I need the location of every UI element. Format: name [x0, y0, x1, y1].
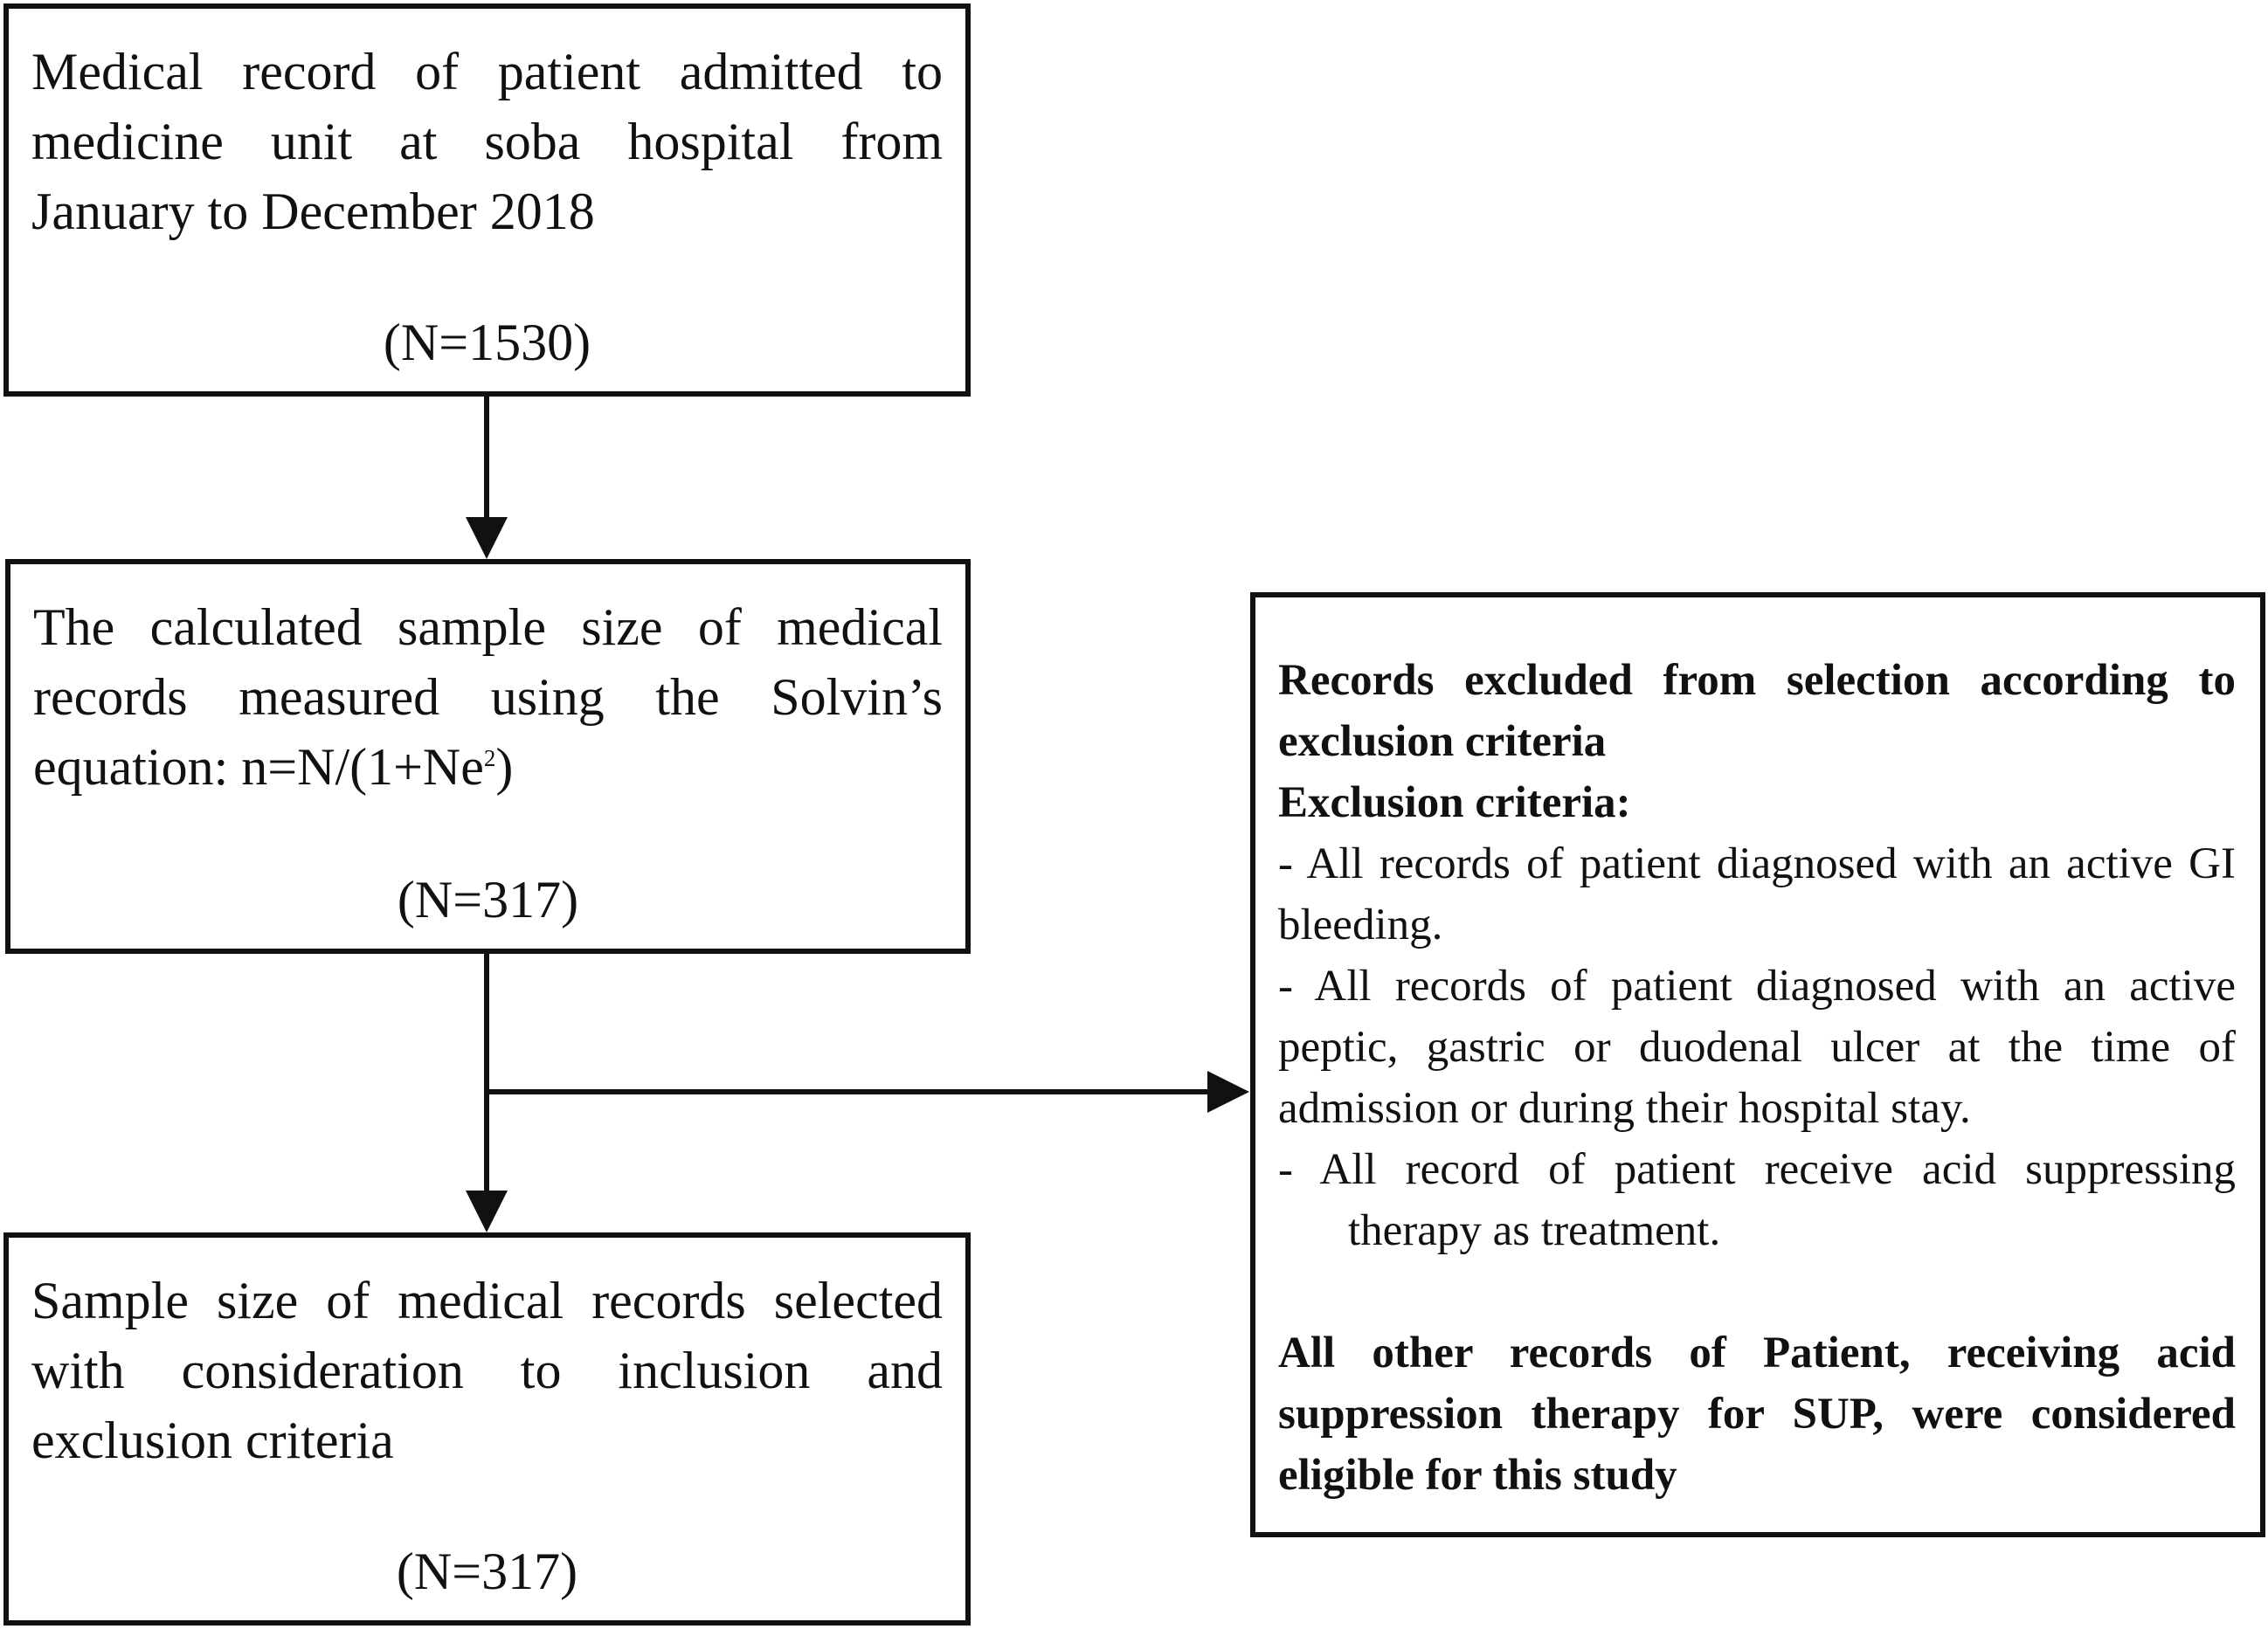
eligibility-statement: All other records of Patient, receiving … — [1278, 1329, 2236, 1500]
selected-sample-count: (N=317) — [396, 1543, 578, 1600]
population-text: Medical record of patient admitted to me… — [31, 43, 943, 240]
sample-size-text-end: ) — [495, 738, 514, 796]
sample-size-box: The calculated sample size of medical re… — [5, 559, 971, 954]
exclusion-box: Records excluded from selection accordin… — [1250, 592, 2265, 1537]
population-box: Medical record of patient admitted to me… — [3, 3, 971, 397]
exclusion-criterion-2: - All records of patient diagnosed with … — [1278, 962, 2236, 1133]
population-count: (N=1530) — [383, 314, 591, 371]
exclusion-criterion-3: - All record of patient receive acid sup… — [1278, 1145, 2236, 1255]
sample-size-superscript: 2 — [483, 745, 496, 771]
sample-size-text: The calculated sample size of medical re… — [33, 592, 943, 802]
exclusion-criteria-title: Exclusion criteria: — [1278, 778, 1631, 827]
sample-size-count: (N=317) — [397, 871, 579, 928]
sample-size-text-main: The calculated sample size of medical re… — [33, 598, 943, 796]
selected-sample-box: Sample size of medical records selected … — [3, 1232, 971, 1626]
selected-sample-text: Sample size of medical records selected … — [31, 1272, 943, 1469]
exclusion-criterion-1: - All records of patient diagnosed with … — [1278, 839, 2236, 949]
exclusion-heading: Records excluded from selection accordin… — [1278, 656, 2236, 766]
